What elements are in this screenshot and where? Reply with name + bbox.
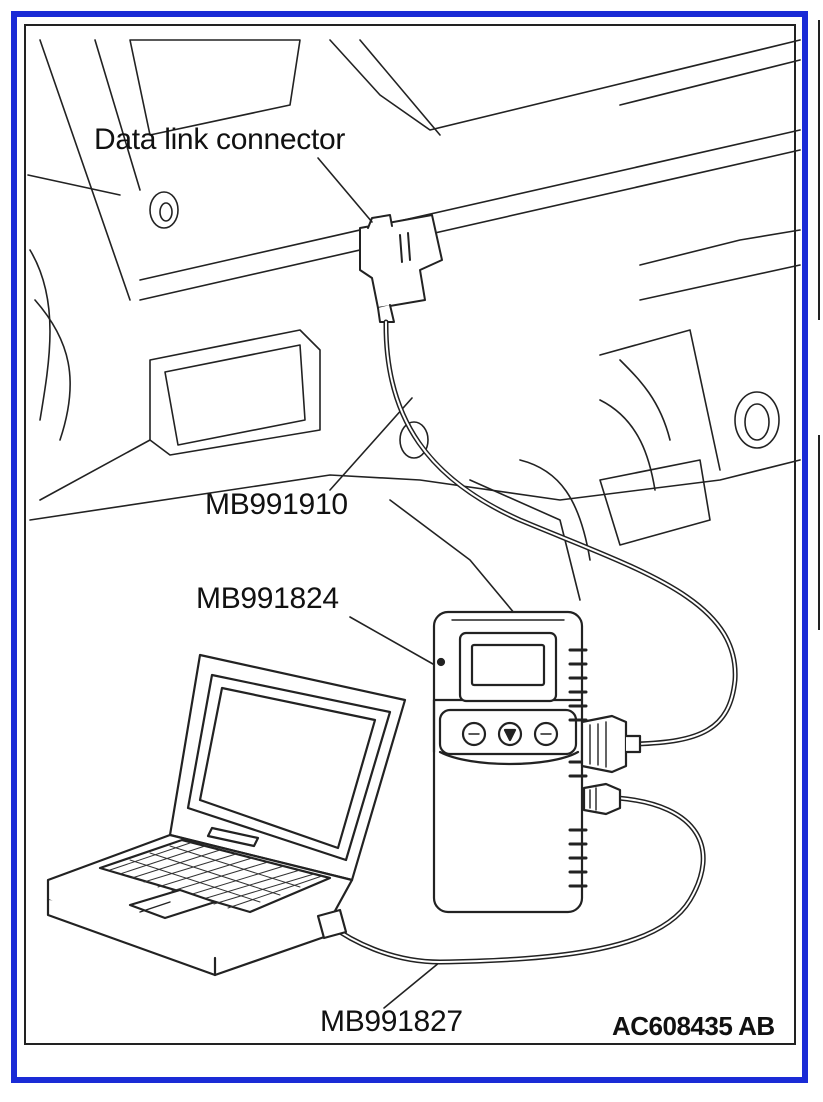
figure-code: AC608435 AB	[612, 1011, 775, 1041]
dlc-plug-icon	[359, 214, 443, 323]
edge-rule	[818, 20, 820, 320]
leader-lines	[317, 157, 441, 1009]
label-mb991827: MB991827	[320, 1005, 463, 1038]
laptop-icon	[46, 653, 407, 977]
label-data-link-connector: Data link connector	[94, 123, 346, 156]
label-mb991824: MB991824	[196, 582, 339, 615]
outer-frame	[11, 11, 808, 1083]
dashboard-linework	[27, 39, 801, 621]
label-mb991910: MB991910	[205, 488, 348, 521]
interface-device-icon	[432, 610, 642, 914]
edge-rule	[818, 435, 820, 630]
inner-frame	[24, 24, 796, 1045]
